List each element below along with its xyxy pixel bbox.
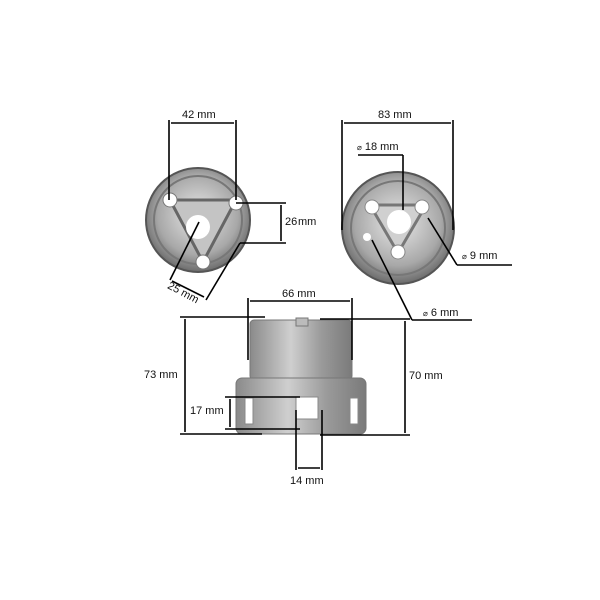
- dim-top-diameter-label: 66 mm: [282, 288, 316, 300]
- diameter-symbol: ⌀: [357, 143, 362, 152]
- dim-small-hole-label: ⌀ 6 mm: [423, 307, 459, 319]
- dim-total-height-label: 73 mm: [144, 369, 178, 381]
- side-view: [235, 317, 367, 435]
- dim-mount-hole-label: ⌀ 9 mm: [462, 250, 498, 262]
- dim-slot-height-label: 17 mm: [190, 405, 224, 417]
- dim-vertical-offset-label: 26: [285, 216, 298, 228]
- dim-vertical-offset-unit: mm: [298, 216, 317, 228]
- dim-slot-width-label: 14 mm: [290, 475, 324, 487]
- top-left-view: [145, 167, 251, 273]
- dim-center-hole-label: ⌀ 18 mm: [357, 141, 399, 153]
- top-right-view: [341, 171, 455, 285]
- dim-outer-diameter-label: 83 mm: [378, 109, 412, 121]
- dimension-lines: [168, 120, 512, 470]
- dim-body-height-label: 70 mm: [409, 370, 443, 382]
- dim-hole-spacing-label: 42 mm: [182, 109, 216, 121]
